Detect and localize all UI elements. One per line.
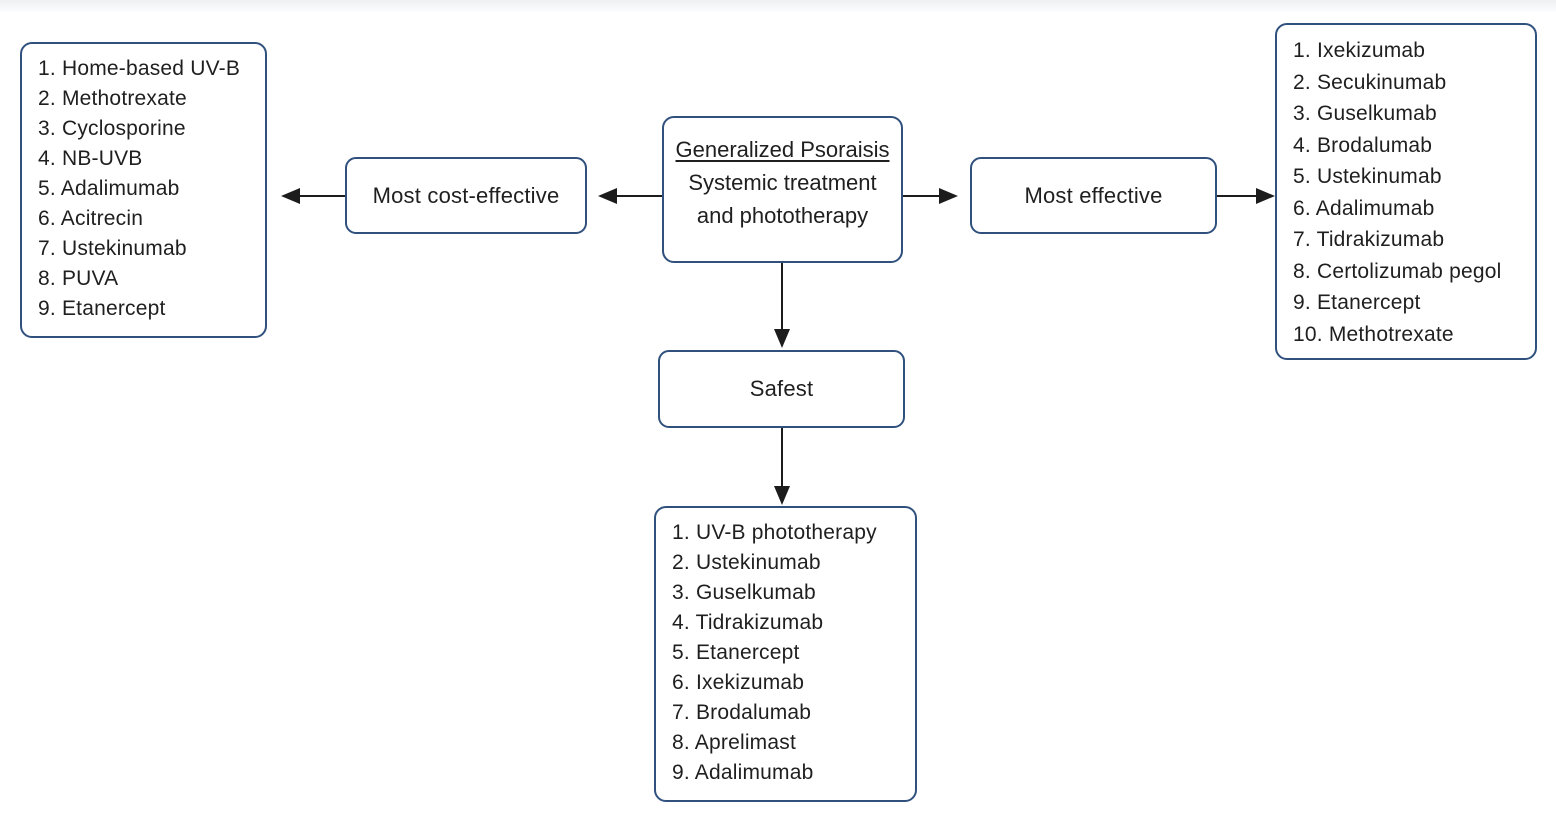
list-item: 2. Secukinumab (1293, 70, 1447, 94)
list-item: 1. Ixekizumab (1293, 39, 1426, 62)
list-item: 1. UV-B phototherapy (672, 521, 877, 544)
list-item: 6. Adalimumab (1293, 196, 1435, 220)
cost-effective-list-items: 1. Home-based UV-B 2. Methotrexate 3. Cy… (22, 44, 265, 324)
connector-center-to-cost-effective (598, 188, 662, 204)
list-item: 4. Brodalumab (1293, 133, 1433, 157)
connector-center-to-safest (774, 263, 790, 348)
safest-list: 1. UV-B phototherapy 2. Ustekinumab 3. G… (654, 506, 917, 802)
center-node-subtitle-line1: Systemic treatment (688, 170, 877, 195)
connector-center-to-most-effective (903, 188, 958, 204)
arrow-down-icon (774, 329, 790, 348)
list-item: 7. Brodalumab (672, 701, 812, 724)
list-item: 7. Ustekinumab (38, 237, 187, 260)
most-effective-list-items: 1. Ixekizumab 2. Secukinumab 3. Guselkum… (1277, 25, 1535, 350)
connector-safest-to-list (774, 428, 790, 505)
list-item: 4. NB-UVB (38, 147, 143, 170)
list-item: 8. Certolizumab pegol (1293, 259, 1502, 283)
arrow-line (1217, 195, 1258, 197)
connector-most-effective-to-list (1217, 188, 1275, 204)
list-item: 2. Ustekinumab (672, 551, 821, 574)
arrow-line (615, 195, 662, 197)
cost-effective-node-label: Most cost-effective (372, 182, 560, 208)
safest-node-label: Safest (749, 376, 814, 401)
list-item: 3. Guselkumab (672, 581, 816, 604)
center-node-title: Generalized Psoraisis (675, 137, 890, 162)
list-item: 3. Guselkumab (1293, 102, 1437, 125)
list-item: 6. Acitrecin (38, 207, 144, 230)
list-item: 8. PUVA (38, 267, 119, 290)
list-item: 2. Methotrexate (38, 87, 187, 110)
cost-effective-node: Most cost-effective (345, 157, 587, 234)
arrow-left-icon (281, 188, 300, 204)
list-item: 3. Cyclosporine (38, 117, 186, 140)
list-item: 8. Aprelimast (672, 731, 796, 754)
arrow-line (781, 428, 783, 488)
connector-cost-effective-to-list (281, 188, 345, 204)
list-item: 9. Adalimumab (672, 761, 814, 784)
list-item: 1. Home-based UV-B (38, 57, 241, 80)
list-item: 5. Adalimumab (38, 177, 180, 200)
list-item: 7. Tidrakizumab (1293, 228, 1445, 251)
arrow-right-icon (1256, 188, 1275, 204)
most-effective-node-label: Most effective (1024, 182, 1163, 208)
most-effective-list: 1. Ixekizumab 2. Secukinumab 3. Guselkum… (1275, 23, 1537, 360)
arrow-line (298, 195, 345, 197)
cost-effective-list: 1. Home-based UV-B 2. Methotrexate 3. Cy… (20, 42, 267, 338)
safest-list-items: 1. UV-B phototherapy 2. Ustekinumab 3. G… (656, 508, 915, 788)
list-item: 9. Etanercept (1293, 291, 1421, 314)
list-item: 4. Tidrakizumab (672, 611, 824, 634)
center-node: Generalized Psoraisis Systemic treatment… (662, 116, 903, 263)
safest-node: Safest (658, 350, 905, 428)
list-item: 5. Ustekinumab (1293, 165, 1442, 188)
arrow-left-icon (598, 188, 617, 204)
arrow-down-icon (774, 486, 790, 505)
arrow-line (903, 195, 941, 197)
center-node-subtitle-line2: and phototherapy (696, 203, 869, 228)
list-item: 10. Methotrexate (1293, 322, 1454, 346)
most-effective-node: Most effective (970, 157, 1217, 234)
list-item: 5. Etanercept (672, 641, 800, 664)
page-top-band (0, 0, 1556, 12)
list-item: 9. Etanercept (38, 297, 166, 320)
arrow-right-icon (939, 188, 958, 204)
list-item: 6. Ixekizumab (672, 671, 805, 694)
arrow-line (781, 263, 783, 331)
